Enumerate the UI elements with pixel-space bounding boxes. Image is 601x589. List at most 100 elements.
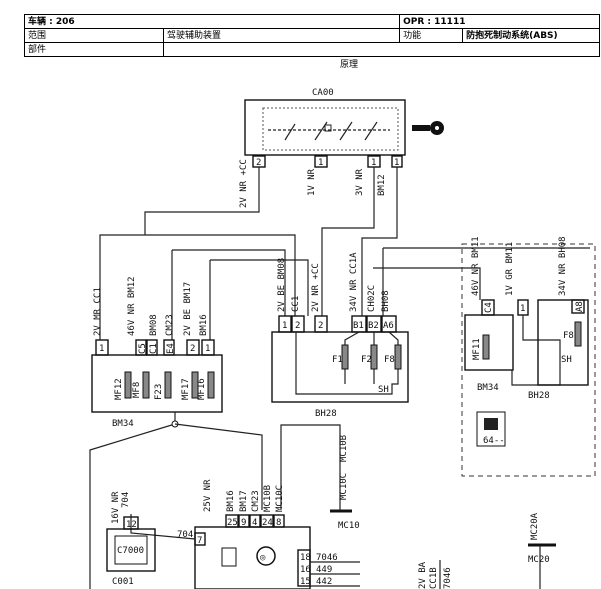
- bm34-wire-label: 46V NR BM12: [127, 276, 137, 336]
- bh28r-pin: A8: [575, 301, 585, 312]
- ecu-wire-label: CM23: [251, 490, 261, 512]
- bh28-pin: 1: [282, 321, 287, 331]
- ecu-body: [194, 526, 311, 589]
- bh28-center: 1 2 2 B1 B2 A6 2V BE BM08 CC1 2V NR +CC …: [271, 252, 409, 419]
- bh28-center-label: BH28: [315, 409, 337, 419]
- bh28-pin: 2: [295, 321, 300, 331]
- part-value: [163, 42, 600, 57]
- bh28-pin: B1: [353, 321, 364, 331]
- bm34-wire-label: 2V MR CC1: [93, 287, 103, 336]
- mc10-label: MC10B: [339, 435, 349, 462]
- ca00-label: CA00: [312, 88, 334, 98]
- ecu-wire-label: BM17: [239, 490, 249, 512]
- fuse-label: MF8: [132, 382, 142, 398]
- ecu-wire-number: 449: [316, 565, 332, 575]
- right-fuse-zone: C4 1 46V NR BM11 1V GR BM11 MF11 BM34 A8…: [461, 236, 596, 477]
- c001-connector: 704 12 16V NR 704 C7000 C001: [106, 491, 196, 587]
- fuse-label: MF16: [197, 378, 207, 400]
- c001-wire-label: 16V NR: [111, 491, 121, 524]
- bm34-pin: C5: [138, 343, 148, 354]
- fuse-label: F8: [384, 355, 395, 365]
- mc10-tag: MC10: [338, 521, 360, 531]
- part-label: 部件: [24, 42, 164, 57]
- fuse-label: MF11: [472, 338, 482, 360]
- c7000-label: C7000: [117, 546, 144, 556]
- ca00-pin: 2: [256, 158, 261, 168]
- bh28-right-label: BH28: [528, 391, 550, 401]
- ecu-wire-label: 25V NR: [203, 479, 213, 512]
- ecu-wire-number: 442: [316, 577, 332, 587]
- key-icon: [412, 121, 444, 135]
- bh28-center-body: [271, 331, 409, 403]
- ecu-pin: 8: [276, 518, 281, 528]
- bh28-wire-label: 2V BE BM08: [277, 258, 287, 312]
- bm34-wire-label: 2V BE BM17: [183, 282, 193, 336]
- ecu-pin: 25: [227, 518, 238, 528]
- abs-symbol-icon: [256, 546, 276, 566]
- bh28-wire-label: 2V NR +CC: [311, 263, 321, 312]
- ca00-wire-label: 3V NR: [355, 168, 365, 196]
- bm34-pin: 1: [99, 344, 104, 354]
- bh28-wire-label: 34V NR CC1A: [349, 252, 359, 312]
- fuse-label: MF17: [181, 378, 191, 400]
- ecu-pin: 9: [241, 518, 246, 528]
- bm34-right-label: BM34: [477, 383, 499, 393]
- c001-label: C001: [112, 577, 134, 587]
- ecu-side-pin: 18: [300, 553, 311, 563]
- ca00-wire-label: 2V NR +CC: [239, 159, 249, 208]
- bh28-wire-label: BH08: [381, 290, 391, 312]
- mc10-label: MC10C: [339, 473, 349, 500]
- ecu-pin: 4: [252, 518, 257, 528]
- ca00-wire-label: 1V NR: [307, 168, 317, 196]
- shunt-label: SH: [378, 385, 389, 395]
- mc20-wire-label: MC20A: [530, 512, 540, 540]
- bh28-pin: B2: [368, 321, 379, 331]
- bh28-wire-label: CC1: [291, 296, 301, 312]
- bm34-pin: C1: [149, 343, 159, 354]
- bottom-wire-label: 2V BA: [418, 561, 428, 589]
- ecu-wire-number: 7046: [316, 553, 338, 563]
- mc10-ground: MC10C MC10B MC10: [280, 424, 360, 531]
- ca00-body: [244, 99, 406, 156]
- ca00-pin: 1: [318, 158, 323, 168]
- mc20-tag: MC20: [528, 555, 550, 565]
- bm34-wire-label: BM16: [199, 314, 209, 336]
- ecu-side-pin: 7: [197, 536, 202, 546]
- abs-ecu: 25 9 4 24 8 25V NR BM16 BM17 CM23 MC10B …: [194, 479, 360, 589]
- bh28r-wire-label: 34V NR BH08: [558, 236, 568, 296]
- bottom-wire-label: 7046: [443, 567, 453, 589]
- ecu-side-pin: 15: [300, 577, 311, 587]
- c001-pin: 12: [126, 520, 137, 530]
- bm34-wire-label: CM23: [165, 314, 175, 336]
- bm34-wire-label: BM08: [149, 314, 159, 336]
- bm34-left: 1 C5 C1 E4 2 1 2V MR CC1 46V NR BM12 BM0…: [91, 276, 223, 429]
- bottom-wire-label: CC1B: [429, 567, 439, 589]
- bh28-right-body: [537, 299, 589, 386]
- bm34r-pin: C4: [484, 302, 494, 313]
- ecu-wire-label: BM16: [226, 490, 236, 512]
- ca00-switch: CA00 2 1 1 1 2V NR +CC 1V NR 3V NR BM12: [239, 88, 444, 208]
- bm34-pin: 1: [205, 344, 210, 354]
- ecu-side-pin: 16: [300, 565, 311, 575]
- c001-wire: 704: [177, 530, 193, 540]
- fuse-label: F2: [361, 355, 372, 365]
- mc20-ground: MC20A MC20: [528, 512, 556, 589]
- bm34-pin: 2: [190, 344, 195, 354]
- ecu-wire-label: MC10C: [275, 485, 285, 512]
- ecu-pin: 24: [262, 518, 273, 528]
- ca00-pin: 1: [394, 158, 399, 168]
- diagram-title: 原理: [340, 60, 359, 70]
- ca00-wire-label: BM12: [377, 174, 387, 196]
- chip-icon: [221, 547, 237, 567]
- bm34r-wire-label: 46V NR BM11: [471, 236, 481, 296]
- bm34r-wire-label: 1V GR BM11: [505, 242, 515, 296]
- header-table: 车辆 : 206 OPR : 11111 范围 驾驶辅助装置 功能 防抱死制动系…: [23, 14, 600, 57]
- ecu-wire-label: MC10B: [263, 485, 273, 512]
- ca00-pin: 1: [371, 158, 376, 168]
- fuse-label: MF12: [114, 378, 124, 400]
- bh28-pin: 2: [318, 321, 323, 331]
- shunt-label: SH: [561, 355, 572, 365]
- abs-symbol-glyph: ◎: [260, 553, 266, 563]
- bh28-wire-label: CH02C: [367, 285, 377, 312]
